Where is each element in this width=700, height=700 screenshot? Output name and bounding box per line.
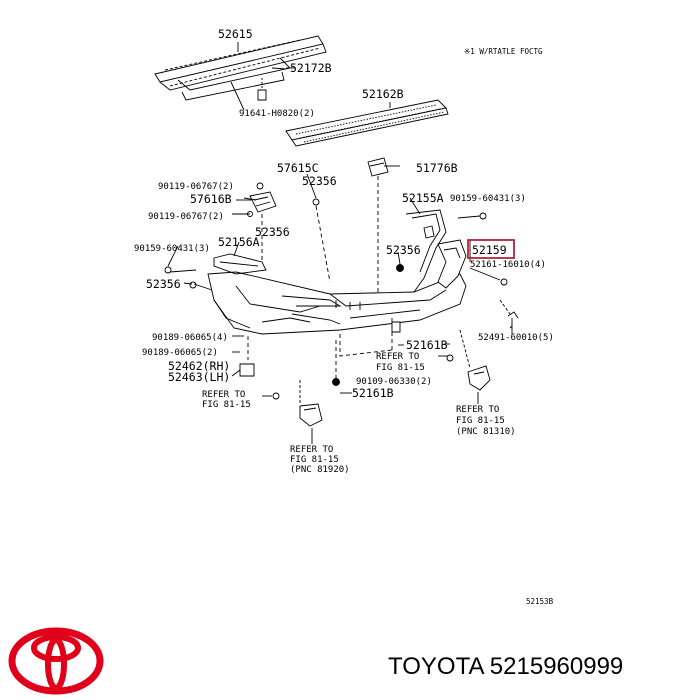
part-label-90159-b: 90159-60431(3) xyxy=(450,194,526,204)
refer-bottom-line2: FIG 81-15 xyxy=(290,455,339,465)
part-label-52156a: 52156A xyxy=(218,235,260,249)
part-label-52161b-lower: 52161B xyxy=(352,386,394,400)
part-label-90119-b: 90119-06767(2) xyxy=(148,212,224,222)
part-label-52159: 52159 xyxy=(472,243,507,257)
bumper-strip-part xyxy=(285,99,449,147)
refer-left-line2: FIG 81-15 xyxy=(202,400,251,410)
part-label-57615c: 57615C xyxy=(277,161,319,175)
product-caption: TOYOTA 5215960999 xyxy=(388,653,624,680)
part-label-90159-a: 90159-60431(3) xyxy=(134,244,210,254)
part-label-52161b-upper: 52161B xyxy=(406,338,448,352)
refer-right-line2: FIG 81-15 xyxy=(456,416,505,426)
part-label-57616b: 57616B xyxy=(190,192,232,206)
part-label-51776b: 51776B xyxy=(416,161,458,175)
part-label-90189-b: 90189-06065(2) xyxy=(142,348,218,358)
highlight-box-52159 xyxy=(467,239,515,259)
part-label-52155a: 52155A xyxy=(402,191,444,205)
header-note: ※1 W/RTATLE FOCTG xyxy=(464,47,543,56)
refer-left-line1: REFER TO xyxy=(202,390,245,400)
part-label-52162b: 52162B xyxy=(362,87,404,101)
refer-right-line3: (PNC 81310) xyxy=(456,427,516,437)
refer-bottom-line1: REFER TO xyxy=(290,445,333,455)
part-label-52463: 52463(LH) xyxy=(168,370,230,384)
part-label-90189-a: 90189-06065(4) xyxy=(152,333,228,343)
part-label-52356-c: 52356 xyxy=(386,243,421,257)
refer-bottom-line3: (PNC 81920) xyxy=(290,465,350,475)
part-label-52161-16010: 52161-16010(4) xyxy=(470,260,546,270)
part-label-52491: 52491-60010(5) xyxy=(478,333,554,343)
part-label-52356-d: 52356 xyxy=(146,277,181,291)
refer-mid-line2: FIG 81-15 xyxy=(376,363,425,373)
part-label-52356-a: 52356 xyxy=(302,174,337,188)
part-label-52462: 52462(RH) xyxy=(168,359,230,373)
part-label-52356-b: 52356 xyxy=(255,225,290,239)
bumper-cover-part xyxy=(207,271,467,335)
refer-mid-line1: REFER TO xyxy=(376,352,419,362)
part-label-91641: 91641-H0820(2) xyxy=(239,109,315,119)
part-label-90109: 90109-06330(2) xyxy=(356,377,432,387)
part-label-52615: 52615 xyxy=(218,27,253,41)
toyota-logo-icon xyxy=(8,627,104,695)
part-label-52172b: 52172B xyxy=(290,61,332,75)
refer-right-line1: REFER TO xyxy=(456,405,499,415)
part-label-90119-a: 90119-06767(2) xyxy=(158,182,234,192)
figure-code: 52153B xyxy=(526,597,554,606)
